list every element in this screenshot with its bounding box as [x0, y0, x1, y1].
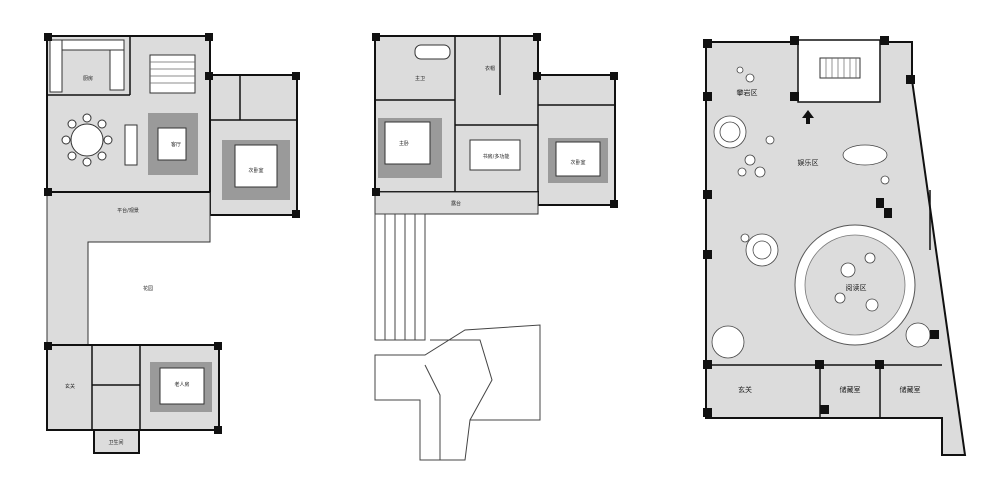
plan3-room-label: 玄关	[738, 385, 752, 394]
plan1-room-label: 花园	[143, 285, 153, 292]
plan1-bed	[234, 144, 278, 188]
plan2-room-label: 露台	[451, 200, 461, 207]
plan2-bathtub	[414, 44, 451, 60]
plan2-columns	[372, 33, 618, 208]
plan1-room-label: 客厅	[171, 141, 181, 148]
plan1-stair-treads	[150, 61, 195, 84]
plan1-kitchen-counter	[109, 49, 125, 91]
plan2-room-label: 主卫	[415, 75, 425, 82]
plan-1: 厨房 客厅 次卧室 花园 平台/观景 老人房 玄关 卫生间	[44, 33, 300, 454]
plan2-balcony	[374, 191, 539, 215]
plan2-desk	[469, 139, 521, 171]
plan1-dining-chairs	[61, 113, 113, 167]
plan1-dining-table	[70, 123, 104, 157]
plan-2: 主卧 书房/多功能 次卧室 露台 主卫 衣帽	[372, 33, 618, 461]
plan1-room-label: 厨房	[83, 75, 93, 82]
plan3-room-label: 攀岩区	[737, 88, 758, 97]
plan1-sofa	[124, 124, 138, 166]
plan1-room-label: 平台/观景	[117, 207, 139, 214]
plan3-step-block	[876, 198, 892, 218]
plan1-kitchen-counter	[49, 39, 63, 93]
plan2-walls	[375, 36, 615, 192]
plan3-room-label: 阅读区	[846, 283, 867, 292]
plan3-reading-floor	[804, 234, 906, 336]
plan1-room-label: 次卧室	[248, 167, 263, 174]
plan3-room-label: 储藏室	[900, 385, 921, 394]
plan3-reading-seats	[834, 252, 879, 312]
plan3-stair-treads	[825, 58, 857, 78]
plan3-arrow-icon	[802, 110, 814, 124]
plan2-bed	[555, 141, 601, 177]
plan1-garden-floor	[46, 191, 211, 346]
plan1-lower-bed	[159, 367, 205, 405]
plan3-room-label: 储藏室	[840, 385, 861, 394]
plan1-stair	[149, 54, 196, 94]
plan1-lower-bath-floor	[93, 429, 140, 454]
plan1-room-label: 老人房	[174, 381, 189, 388]
plan2-room-label: 衣帽	[485, 65, 495, 72]
plan2-master-bed	[384, 121, 431, 165]
plan2-ramp	[374, 213, 541, 461]
plan1-kitchen-counter	[61, 39, 125, 51]
plan1-columns	[44, 33, 300, 434]
plan3-pebbles	[711, 66, 931, 359]
plan3-columns	[703, 36, 939, 417]
plan2-room-label: 书房/多功能	[483, 153, 510, 160]
plan1-room-label: 玄关	[65, 383, 75, 390]
plan-3: 攀岩区 娱乐区 阅读区 玄关 储藏室 储藏室	[703, 36, 967, 456]
plan3-room-label: 娱乐区	[798, 158, 819, 167]
plan1-room-label: 卫生间	[108, 439, 123, 446]
plan2-room-label: 主卧	[399, 140, 409, 147]
plan1-coffee-table	[157, 127, 187, 161]
plan2-room-label: 次卧室	[570, 159, 585, 166]
